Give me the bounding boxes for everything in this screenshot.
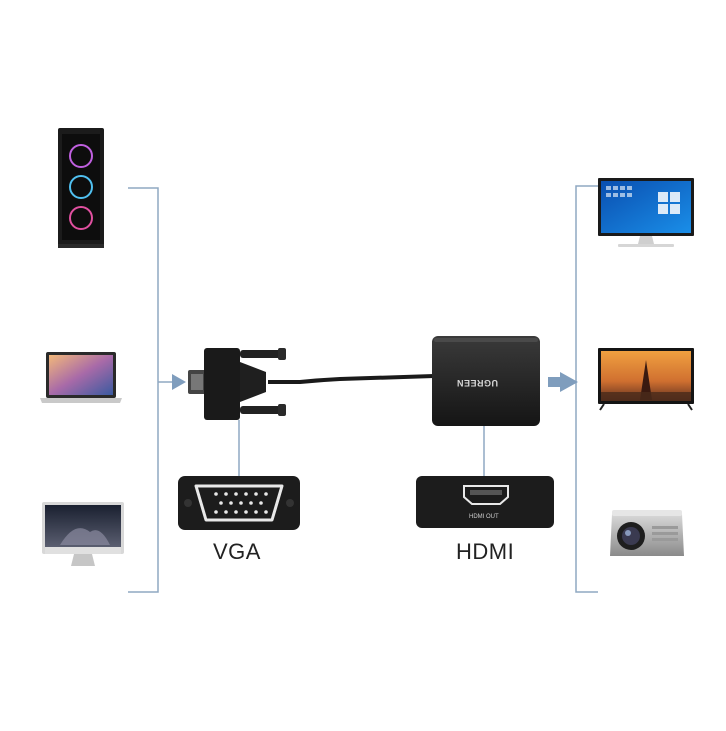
vga-label: VGA xyxy=(213,539,261,564)
brand-label: UGREEN xyxy=(456,378,498,388)
right-bracket xyxy=(550,185,598,593)
hdmi-port-icon: HDMI OUT xyxy=(416,476,554,528)
right-arrow-icon xyxy=(560,372,578,392)
left-bracket xyxy=(128,187,178,593)
tv-icon xyxy=(598,348,694,411)
monitor-icon xyxy=(598,178,694,247)
vga-port-icon xyxy=(178,476,300,530)
hdmi-label: HDMI xyxy=(456,539,515,564)
laptop-icon xyxy=(40,352,122,403)
pc-tower-icon xyxy=(58,128,104,248)
imac-icon xyxy=(42,502,124,566)
left-arrow-icon xyxy=(172,374,186,390)
projector-icon xyxy=(610,510,684,556)
hdmi-port-label: HDMI OUT xyxy=(469,514,499,520)
vga-connector xyxy=(188,348,286,420)
adapter-cable xyxy=(268,374,435,384)
adapter-box: UGREEN xyxy=(432,336,540,426)
right-arrow-shaft xyxy=(548,377,562,387)
